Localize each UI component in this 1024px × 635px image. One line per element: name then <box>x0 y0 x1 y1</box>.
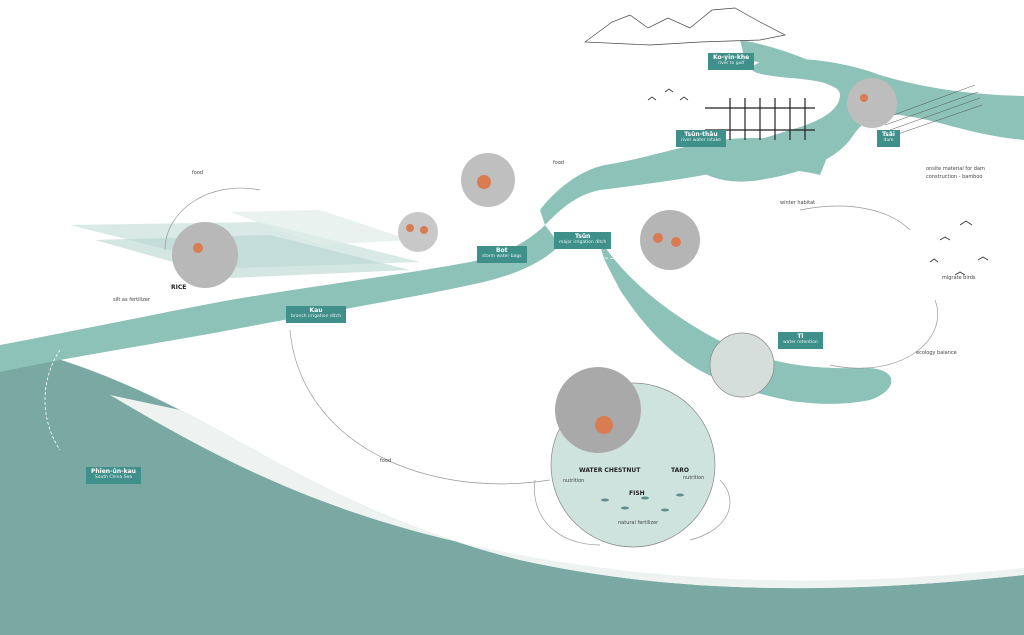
figure-children-2 <box>671 237 681 247</box>
tag-title: Phîen-ûn-kau <box>91 468 136 475</box>
label-water-chestnut: WATER CHESTNUT <box>579 467 641 474</box>
photo-chestnut <box>555 367 641 453</box>
label-taro: TARO <box>671 467 689 474</box>
dashed-flow-sea <box>44 349 61 451</box>
tag-bot: Bot storm water bags <box>477 246 527 263</box>
tag-title: Ko-yin-khe <box>713 54 750 61</box>
pond-right <box>769 370 886 403</box>
tag-subtitle: water retention <box>783 339 818 345</box>
tag-kau: Kau branch irrigation ditch <box>286 306 347 323</box>
note-fertilizer: natural fertilizer <box>618 520 659 526</box>
figure-workers-2 <box>420 226 428 234</box>
photo-workers <box>398 212 438 252</box>
river-top <box>740 40 840 90</box>
tag-subtitle: dam <box>883 137 894 143</box>
figure-dam <box>860 94 868 102</box>
figure-workers-1 <box>406 224 414 232</box>
tag-subtitle: river to gulf <box>717 60 745 66</box>
flow-arc-winter <box>799 205 911 231</box>
bird-flock <box>647 88 989 276</box>
tag-ti: Tî water retention <box>778 332 823 349</box>
note-food-bottom: food <box>380 458 392 464</box>
tag-tsun: Tsûn major irrigation ditch <box>554 232 612 249</box>
figure-children-1 <box>653 233 663 243</box>
note-winter: winter habitat <box>780 200 816 206</box>
tag-ko-yin-khe: Ko-yin-khe river to gulf <box>708 53 755 70</box>
photo-children <box>640 210 700 270</box>
flow-arc-left <box>534 479 601 546</box>
flow-arc-right <box>689 479 731 541</box>
rice-field-3 <box>230 210 410 245</box>
tag-subtitle: major irrigation ditch <box>559 239 607 245</box>
note-migrate: migrate birds <box>942 275 976 281</box>
mountains <box>584 7 787 46</box>
sea <box>0 345 1024 635</box>
figure-chestnut <box>595 416 613 434</box>
note-onsite-2: construction - bamboo <box>926 174 983 180</box>
figure-rice <box>193 243 203 253</box>
note-nutrition-right: nutrition <box>683 475 705 481</box>
figure-bot <box>477 175 491 189</box>
tag-tsai: Tsâi dam <box>877 130 900 147</box>
tag-subtitle: river water intake <box>681 137 721 143</box>
flow-arc-rice <box>164 187 261 251</box>
flow-arc-large <box>289 329 551 485</box>
fish-marks <box>601 493 684 512</box>
bamboo-field <box>879 84 983 136</box>
tag-title: Tsâi <box>882 131 895 138</box>
tag-title: Kau <box>309 307 323 314</box>
tag-subtitle: branch irrigation ditch <box>291 313 342 319</box>
note-ecology: ecology balance <box>916 350 957 356</box>
tag-title: Bot <box>495 247 508 254</box>
branch-ditch <box>0 225 560 372</box>
note-food-top: food <box>192 170 204 176</box>
note-onsite-1: onsite material for dam <box>926 166 985 172</box>
tag-tsun-tho: Tsûn-thâu river water intake <box>676 130 726 147</box>
tag-pin-kau: Phîen-ûn-kau South China Sea <box>86 467 141 484</box>
tag-title: Tsûn <box>575 233 591 240</box>
photo-ti <box>709 332 775 398</box>
label-rice: RICE <box>171 284 187 291</box>
note-food-mid: food <box>553 160 565 166</box>
flow-arc-ecology <box>829 299 938 369</box>
tag-title: Tsûn-thâu <box>684 131 718 138</box>
note-silt: silt as fertilizer <box>113 297 150 303</box>
photo-dam <box>847 78 897 128</box>
tag-subtitle: storm water bags <box>482 253 522 259</box>
tag-subtitle: South China Sea <box>94 474 133 480</box>
label-fish: FISH <box>629 490 645 497</box>
note-nutrition-left: nutrition <box>563 478 585 484</box>
tag-title: Tî <box>797 333 804 340</box>
photo-rice <box>172 222 238 288</box>
